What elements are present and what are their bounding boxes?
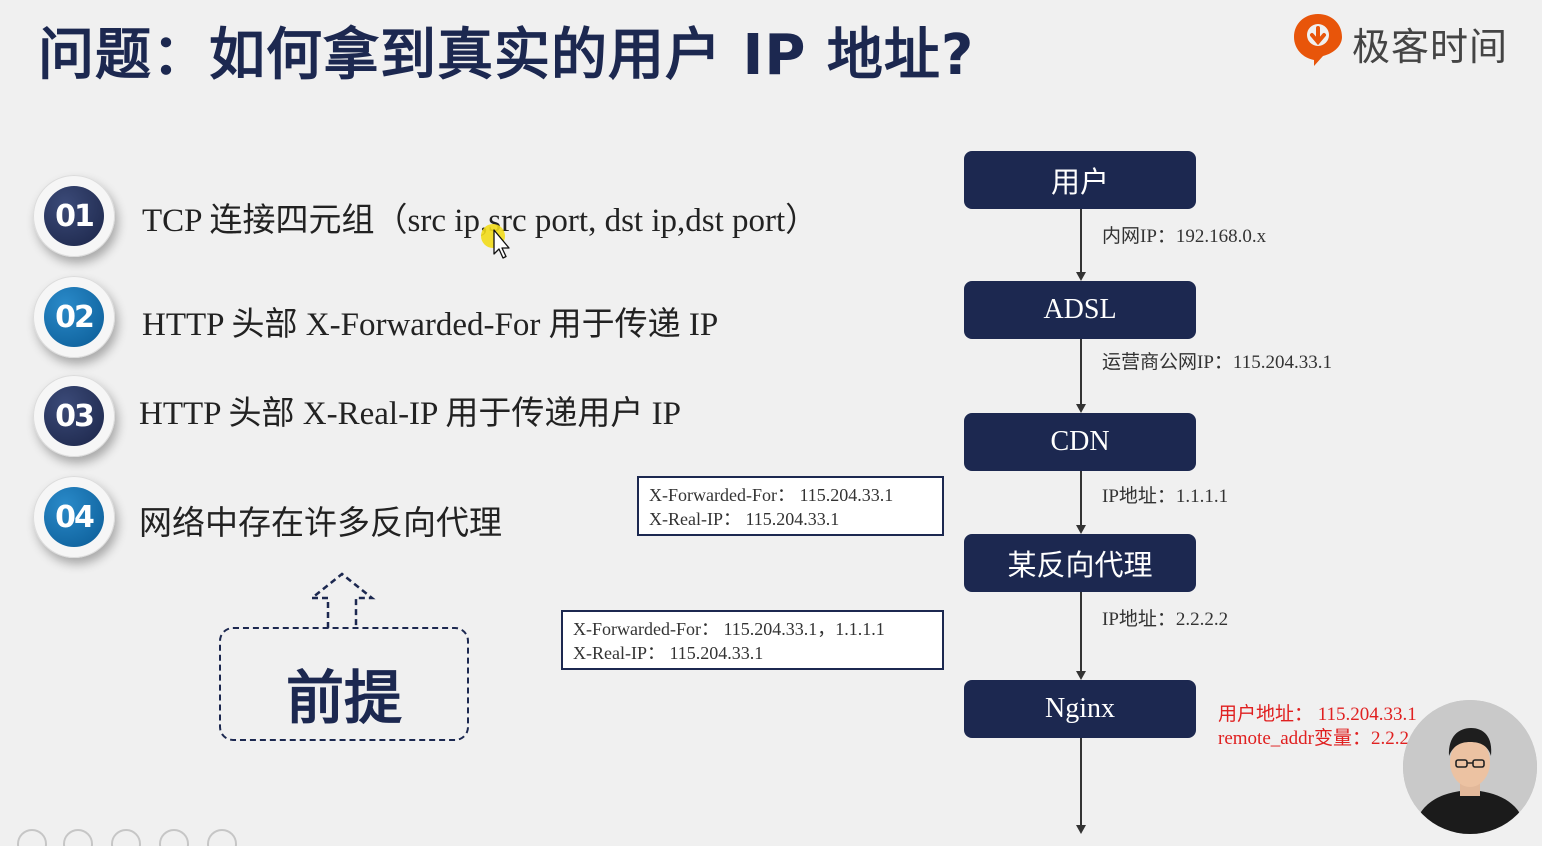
nginx-note-user-addr: 用户地址： 115.204.33.1	[1218, 704, 1417, 725]
badge-number: 02	[44, 287, 104, 347]
premise-label: 前提	[285, 664, 402, 732]
flow-arrow-icon	[1076, 825, 1086, 834]
badge-number: 03	[44, 386, 104, 446]
header-box-cdn: X-Forwarded-For： 115.204.33.1 X-Real-IP：…	[637, 476, 944, 536]
flow-arrow-icon	[1076, 671, 1086, 680]
premise-box: 前提	[219, 627, 469, 741]
flow-connector	[1080, 738, 1082, 826]
list-badge-03: 03	[33, 375, 115, 457]
flow-connector	[1080, 339, 1082, 405]
flow-node-nginx: Nginx	[964, 680, 1196, 738]
flow-label-cdn-ip: IP地址：1.1.1.1	[1102, 486, 1229, 507]
list-item-text-03: HTTP 头部 X-Real-IP 用于传递用户 IP	[139, 396, 682, 432]
list-item-text-02: HTTP 头部 X-Forwarded-For 用于传递 IP	[142, 307, 719, 343]
flow-arrow-icon	[1076, 525, 1086, 534]
badge-number: 01	[44, 186, 104, 246]
list-badge-01: 01	[33, 175, 115, 257]
flow-label-public-ip: 运营商公网IP：115.204.33.1	[1102, 352, 1332, 373]
slide-title: 问题：如何拿到真实的用户 IP 地址?	[38, 23, 975, 88]
flow-node-reverse-proxy: 某反向代理	[964, 534, 1196, 592]
flow-connector	[1080, 209, 1082, 273]
tool-icons	[17, 829, 237, 846]
brand-name: 极客时间	[1352, 25, 1509, 69]
flow-label-lan-ip: 内网IP：192.168.0.x	[1102, 226, 1267, 247]
dashed-up-arrow-icon	[308, 572, 376, 628]
mouse-cursor-icon	[481, 224, 510, 259]
player-tools	[17, 829, 237, 846]
flow-node-cdn: CDN	[964, 413, 1196, 471]
flow-node-adsl: ADSL	[964, 281, 1196, 339]
list-item-text-04: 网络中存在许多反向代理	[139, 506, 502, 542]
flow-label-proxy-ip: IP地址：2.2.2.2	[1102, 609, 1229, 630]
header-line-xrealip: X-Real-IP： 115.204.33.1	[573, 643, 764, 663]
flow-node-user: 用户	[964, 151, 1196, 209]
badge-number: 04	[44, 487, 104, 547]
flow-connector	[1080, 592, 1082, 672]
brand: 极客时间	[1290, 8, 1530, 69]
flow-arrow-icon	[1076, 272, 1086, 281]
header-box-proxy: X-Forwarded-For： 115.204.33.1，1.1.1.1 X-…	[561, 610, 944, 670]
nginx-note-remote-addr: remote_addr变量：2.2.2	[1218, 728, 1410, 749]
list-badge-04: 04	[33, 476, 115, 558]
geektime-logo-icon	[1294, 14, 1342, 66]
presenter-video	[1403, 700, 1537, 834]
presenter-avatar-icon	[1403, 700, 1537, 834]
list-badge-02: 02	[33, 276, 115, 358]
flow-arrow-icon	[1076, 404, 1086, 413]
flow-connector	[1080, 471, 1082, 526]
list-item-text-01: TCP 连接四元组（src ip,src port, dst ip,dst po…	[142, 203, 819, 239]
header-line-xff: X-Forwarded-For： 115.204.33.1，1.1.1.1	[573, 619, 885, 639]
header-line-xff: X-Forwarded-For： 115.204.33.1	[649, 485, 894, 505]
header-line-xrealip: X-Real-IP： 115.204.33.1	[649, 509, 840, 529]
